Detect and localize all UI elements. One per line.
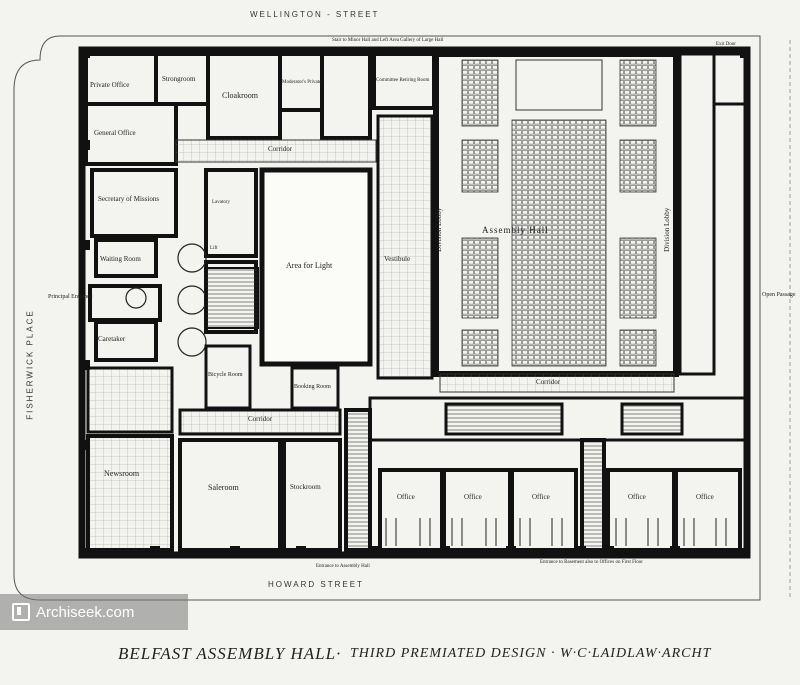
caption-subtitle: THIRD PREMIATED DESIGN · W·C·LAIDLAW·ARC… (350, 646, 712, 661)
hall-seating-right-lower (619, 237, 657, 319)
upper-corridor (175, 139, 377, 163)
east-strip (678, 52, 750, 376)
south-band (86, 408, 742, 552)
hall-seating-left-mid (461, 139, 499, 193)
area-for-light-court (259, 167, 373, 367)
wall-piers (80, 48, 750, 558)
hall-seating-left-upper (461, 59, 499, 127)
lobby-circles (125, 243, 207, 357)
drawing-caption: BELFAST ASSEMBLY HALL· THIRD PREMIATED D… (0, 636, 800, 676)
west-stair (205, 267, 259, 329)
vestibule-column (376, 114, 434, 380)
street-label-wellington: WELLINGTON - STREET (250, 10, 380, 19)
hall-seating-left-front (461, 329, 499, 367)
platform (515, 59, 603, 111)
assembly-hall-block (433, 51, 679, 393)
hall-corridor (439, 373, 675, 393)
hall-seating-right-upper (619, 59, 657, 127)
office-partitions (385, 518, 727, 546)
street-label-howard: HOWARD STREET (268, 580, 364, 589)
archiseek-watermark: Archiseek.com (0, 594, 188, 630)
hall-seating-left-lower (461, 237, 499, 319)
middle-band (86, 344, 748, 442)
hall-seating-centre (511, 119, 607, 367)
archiseek-logo-icon (12, 603, 30, 621)
watermark-text: Archiseek.com (36, 603, 135, 621)
outer-walls (78, 46, 751, 559)
street-label-fisherwick: FISHERWICK PLACE (25, 309, 35, 420)
caption-title: BELFAST ASSEMBLY HALL· (118, 644, 342, 663)
hall-seating-right-mid (619, 139, 657, 193)
hall-seating-right-front (619, 329, 657, 367)
